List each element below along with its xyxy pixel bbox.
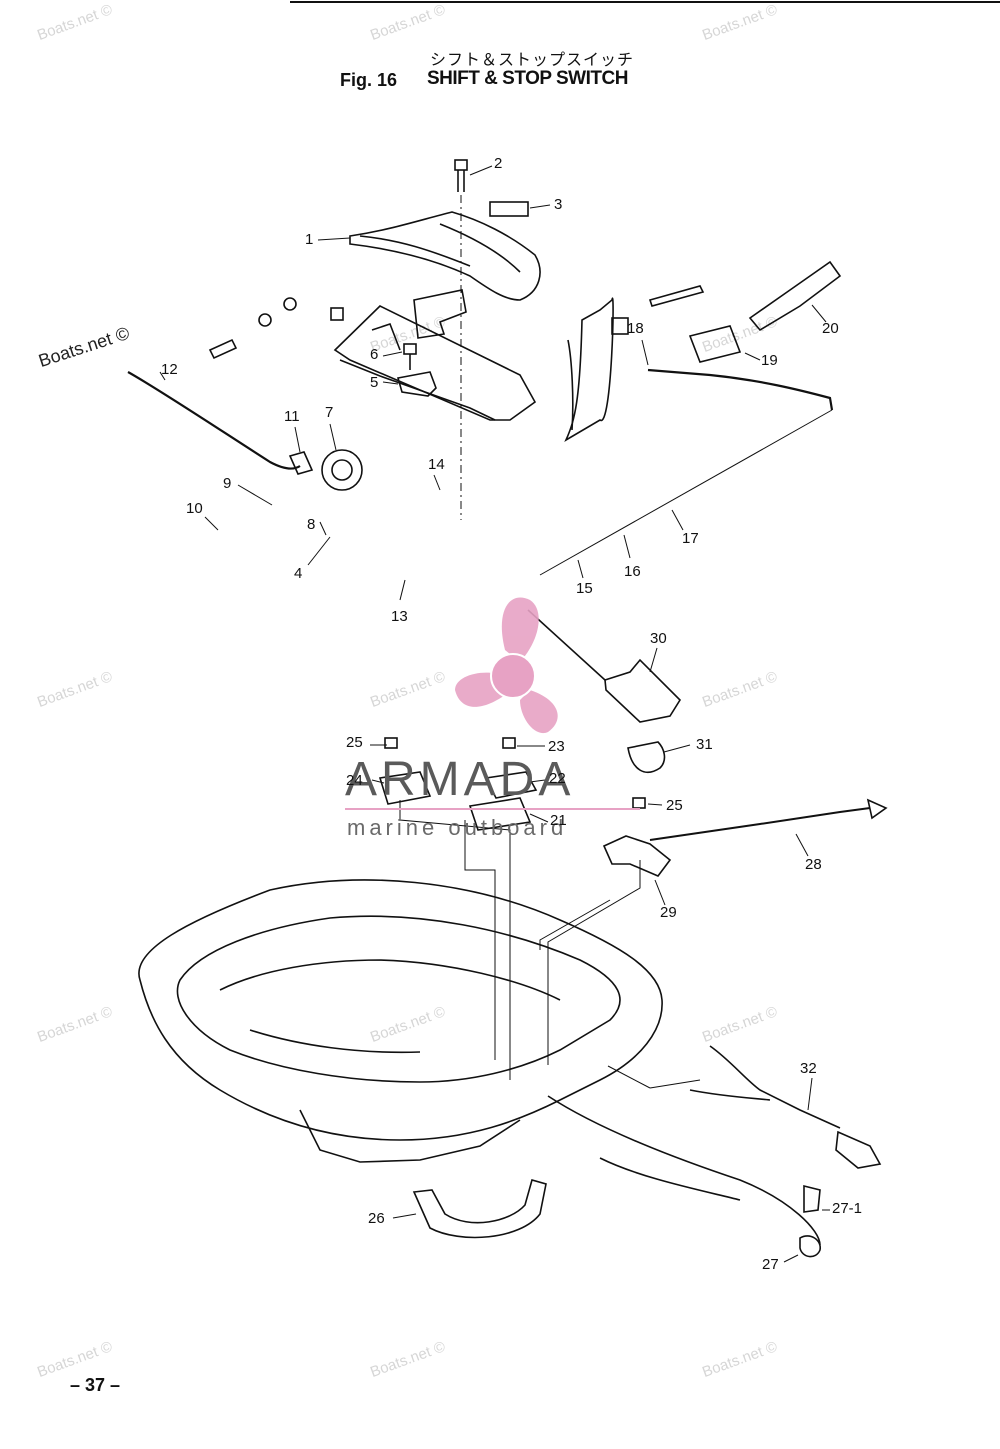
switch-20 <box>748 260 842 332</box>
callout-17: 17 <box>682 530 699 547</box>
callout-10: 10 <box>186 500 203 517</box>
rod-12 <box>127 371 301 470</box>
bracket-26 <box>412 1179 547 1239</box>
bolt-2 <box>454 159 468 192</box>
callout-16: 16 <box>624 563 641 580</box>
bolt-10 <box>208 338 238 360</box>
leader-lines <box>159 165 830 1263</box>
lever-15 <box>564 297 614 442</box>
bracket-29 <box>602 835 672 877</box>
callout-7: 7 <box>325 404 334 421</box>
callout-12: 12 <box>161 361 178 378</box>
callout-23: 23 <box>548 738 565 755</box>
washer-9 <box>283 297 297 311</box>
plate-22 <box>484 771 538 799</box>
base-13 <box>333 305 537 421</box>
screw-25 <box>384 737 398 749</box>
switch-30 <box>604 658 682 723</box>
callout-9: 9 <box>223 475 232 492</box>
callout-29: 29 <box>660 904 677 921</box>
callout-27-1: 27-1 <box>832 1200 863 1217</box>
plate-14 <box>413 289 467 339</box>
callout-19: 19 <box>761 352 778 369</box>
callout-18: 18 <box>627 320 644 337</box>
cable-28 <box>649 807 871 841</box>
clip-31 <box>627 741 666 773</box>
cover-1 <box>349 211 541 301</box>
bolt-8 <box>330 307 344 321</box>
callout-8: 8 <box>307 516 316 533</box>
figure-title: SHIFT & STOP SWITCH <box>427 68 628 89</box>
callout-4: 4 <box>294 565 303 582</box>
collar-16 <box>611 317 629 335</box>
washer-9b <box>258 313 272 327</box>
propeller-hub <box>490 653 536 699</box>
figure-number: Fig. 16 <box>340 70 398 90</box>
label-plate-3 <box>489 201 529 217</box>
callout-1: 1 <box>305 231 314 248</box>
bottom-cowling <box>138 879 663 1141</box>
callout-25a: 25 <box>346 734 363 751</box>
callout-3: 3 <box>554 196 563 213</box>
rod-18 <box>647 368 834 411</box>
knob-19 <box>688 325 742 363</box>
title-japanese: シフト＆ストップスイッチ <box>430 50 635 69</box>
bolt-17 <box>648 285 705 307</box>
callout-22: 22 <box>549 770 566 787</box>
logo-subtitle: marine outboard <box>347 815 568 840</box>
pulley-7 <box>321 449 363 491</box>
callout-6: 6 <box>370 346 379 363</box>
plate-21 <box>468 797 532 831</box>
harness-32 <box>709 1045 841 1129</box>
page-number: – 37 – <box>70 1375 121 1395</box>
plate-24 <box>378 771 432 805</box>
callout-28: 28 <box>805 856 822 873</box>
logo-divider <box>345 808 640 810</box>
callout-26: 26 <box>368 1210 385 1227</box>
callout-32: 32 <box>800 1060 817 1077</box>
callout-14: 14 <box>428 456 445 473</box>
callout-24: 24 <box>346 772 363 789</box>
callout-11: 11 <box>284 408 300 425</box>
callout-27: 27 <box>762 1256 779 1273</box>
callout-5: 5 <box>370 374 379 391</box>
callout-31: 31 <box>696 736 713 753</box>
callout-15: 15 <box>576 580 593 597</box>
bracket-5 <box>396 371 437 397</box>
callout-21: 21 <box>550 812 567 829</box>
harness-27 <box>547 1095 821 1246</box>
callout-20: 20 <box>822 320 839 337</box>
screw-23 <box>502 737 516 749</box>
callout-30: 30 <box>650 630 667 647</box>
callout-13: 13 <box>391 608 408 625</box>
logo-brand-name: ARMADA <box>345 753 575 806</box>
callout-2: 2 <box>494 155 503 172</box>
callout-25b: 25 <box>666 797 683 814</box>
clip-11 <box>288 451 314 475</box>
